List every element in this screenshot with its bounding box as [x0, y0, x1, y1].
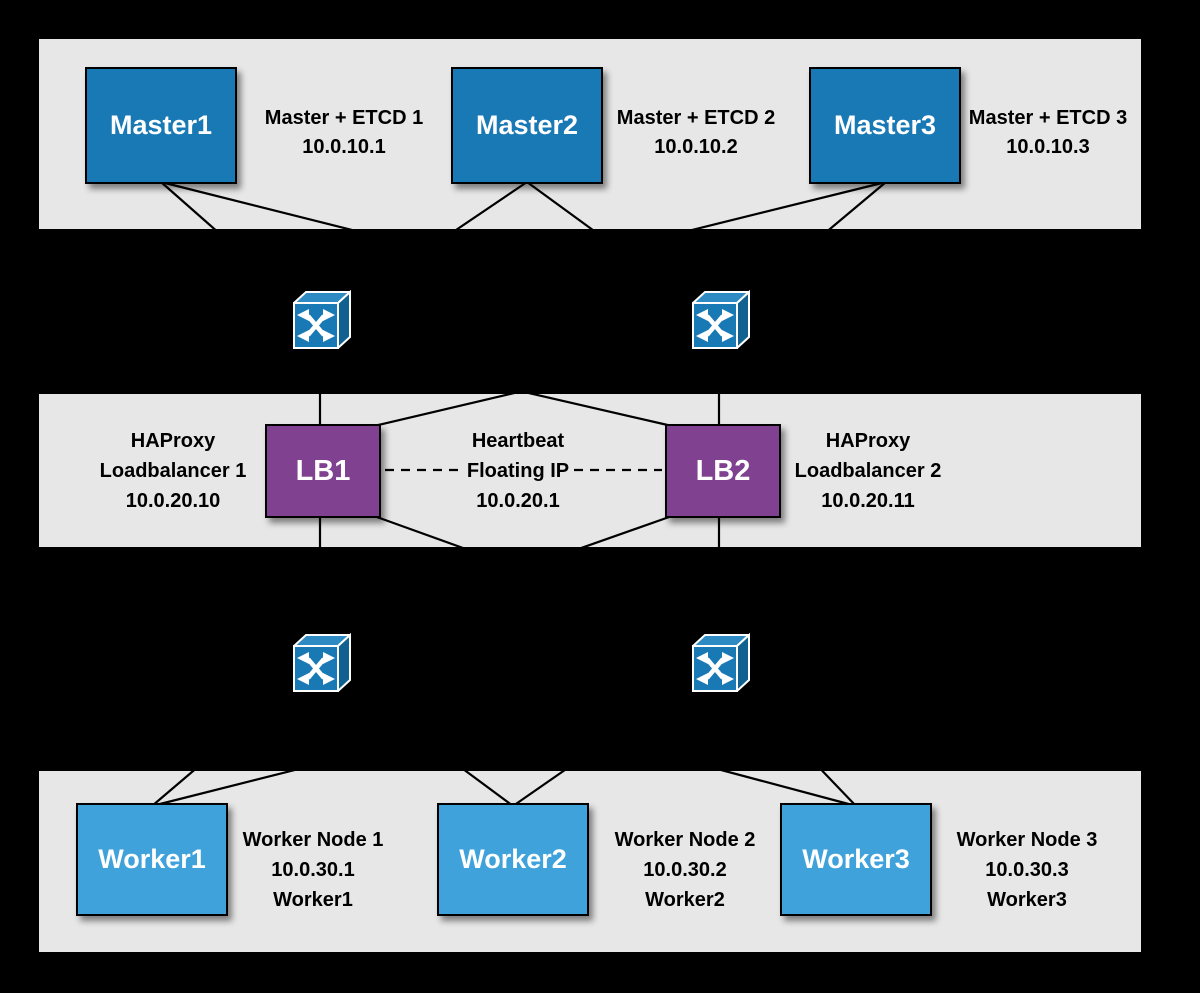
lb1-annotation-line3: 10.0.20.10: [125, 490, 221, 512]
link-master1-switch2: [160, 180, 720, 324]
lb1-annotation-line1: HAProxy: [130, 430, 216, 452]
lb2-annotation-line1: HAProxy: [825, 430, 911, 452]
lb2-annotation-line3: 10.0.20.11: [821, 490, 915, 512]
heartbeat-annotation-line3: 10.0.20.1: [476, 490, 560, 512]
link-master1-switch1: [160, 181, 321, 323]
heartbeat-annotation-line2: Floating IP: [466, 460, 570, 482]
worker1-annotation-line3: Worker1: [273, 889, 353, 911]
worker2-annotation-line2: 10.0.30.2: [643, 859, 727, 881]
worker1-node: Worker1: [76, 803, 228, 916]
worker1-annotation-line2: 10.0.30.1: [271, 859, 355, 881]
link-lb1-switch4: [373, 514, 720, 642]
worker3-label: Worker3: [802, 844, 910, 874]
master1-annotation-line1: Master + ETCD 1: [264, 107, 424, 129]
master1-annotation-line2: 10.0.10.1: [302, 136, 386, 158]
lb1-node: LB1: [265, 424, 381, 518]
network-switch-icon: [293, 289, 351, 349]
network-switch-icon: [692, 289, 750, 349]
heartbeat-annotation-line1: Heartbeat: [471, 430, 565, 452]
worker3-node: Worker3: [780, 803, 932, 916]
worker2-annotation: Worker Node 2 10.0.30.2 Worker2: [590, 825, 780, 915]
master1-label: Master1: [109, 110, 213, 140]
lb2-annotation-line2: Loadbalancer 2: [794, 460, 942, 482]
master3-annotation-line1: Master + ETCD 3: [968, 107, 1128, 129]
link-switch3-worker2: [319, 662, 514, 807]
lb1-label: LB1: [295, 454, 351, 487]
link-switch4-worker1: [151, 661, 720, 808]
link-switch1-lb2: [319, 343, 673, 428]
master3-node: Master3: [809, 67, 961, 184]
worker3-annotation-line3: Worker3: [987, 889, 1067, 911]
lb1-annotation: HAProxy Loadbalancer 1 10.0.20.10: [83, 426, 263, 516]
master2-annotation-line1: Master + ETCD 2: [616, 107, 776, 129]
lb2-node: LB2: [665, 424, 781, 518]
worker3-annotation-line1: Worker Node 3: [956, 829, 1098, 851]
network-switch-icon: [692, 632, 750, 692]
network-switch-icon: [293, 632, 351, 692]
worker3-annotation-line2: 10.0.30.3: [985, 859, 1069, 881]
worker2-label: Worker2: [459, 844, 567, 874]
worker2-annotation-line1: Worker Node 2: [614, 829, 756, 851]
master2-node: Master2: [451, 67, 603, 184]
master1-annotation: Master + ETCD 1 10.0.10.1: [237, 104, 451, 162]
master1-node: Master1: [85, 67, 237, 184]
master3-annotation: Master + ETCD 3 10.0.10.3: [948, 104, 1148, 162]
lb2-label: LB2: [695, 454, 751, 487]
worker2-node: Worker2: [437, 803, 589, 916]
worker2-annotation-line3: Worker2: [645, 889, 725, 911]
link-master3-switch1: [319, 180, 887, 324]
link-switch4-worker2: [512, 662, 720, 807]
link-switch2-lb1: [373, 343, 720, 428]
master3-annotation-line2: 10.0.10.3: [1006, 136, 1090, 158]
link-master2-switch1: [319, 181, 528, 323]
master2-annotation: Master + ETCD 2 10.0.10.2: [589, 104, 803, 162]
link-switch3-worker1: [151, 662, 321, 807]
worker1-annotation-line1: Worker Node 1: [242, 829, 384, 851]
link-switch3-worker3: [319, 661, 857, 808]
master2-label: Master2: [475, 110, 579, 140]
worker1-annotation: Worker Node 1 10.0.30.1 Worker1: [218, 825, 408, 915]
link-lb2-switch3: [319, 514, 673, 642]
link-master2-switch2: [526, 181, 720, 323]
heartbeat-annotation: Heartbeat Floating IP 10.0.20.1: [438, 426, 598, 516]
master2-annotation-line2: 10.0.10.2: [654, 136, 738, 158]
worker1-label: Worker1: [98, 844, 206, 874]
master3-label: Master3: [833, 110, 937, 140]
worker3-annotation: Worker Node 3 10.0.30.3 Worker3: [932, 825, 1122, 915]
lb2-annotation: HAProxy Loadbalancer 2 10.0.20.11: [768, 426, 968, 516]
lb1-annotation-line2: Loadbalancer 1: [99, 460, 247, 482]
